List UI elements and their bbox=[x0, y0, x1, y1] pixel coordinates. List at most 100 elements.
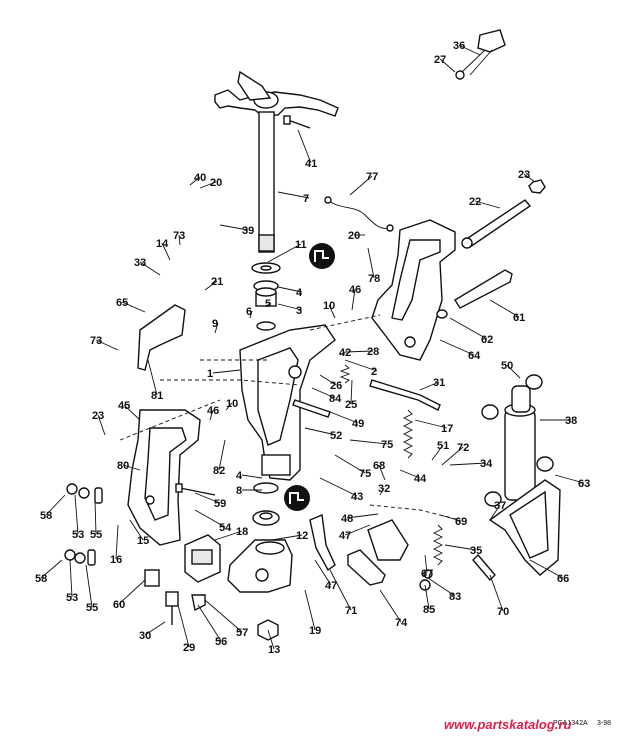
part-1-swivel-bracket bbox=[239, 324, 336, 481]
leader-line bbox=[85, 564, 93, 608]
part-60-plate bbox=[144, 569, 160, 587]
leader-line bbox=[178, 234, 181, 246]
callout-16: 16 bbox=[110, 524, 122, 566]
callout-19: 19 bbox=[304, 589, 321, 637]
drawing-date: 3-98 bbox=[597, 720, 611, 727]
watermark: www.partskatalog.ru bbox=[444, 717, 571, 732]
leader-line bbox=[121, 301, 146, 313]
callout-number: 47 bbox=[325, 580, 337, 592]
callout-number: 36 bbox=[453, 40, 465, 52]
callout-number: 78 bbox=[368, 273, 380, 285]
drawing-code: PCA1342A bbox=[553, 720, 588, 727]
callout-number: 23 bbox=[92, 410, 104, 422]
callout-42: 42 bbox=[339, 347, 351, 359]
leader-line bbox=[45, 494, 66, 516]
callout-21: 21 bbox=[204, 276, 223, 291]
leader-line bbox=[424, 554, 428, 574]
callout-75: 75 bbox=[349, 439, 393, 451]
leader-line bbox=[214, 530, 243, 541]
leader-line bbox=[554, 474, 585, 484]
leader-line bbox=[129, 519, 144, 541]
callout-number: 1 bbox=[207, 368, 213, 380]
leader-line bbox=[267, 629, 275, 650]
callout-68: 68 bbox=[373, 460, 386, 481]
callout-number: 77 bbox=[366, 171, 378, 183]
callout-53: 53 bbox=[66, 559, 78, 604]
callout-number: 58 bbox=[40, 510, 52, 522]
leader-line bbox=[214, 322, 219, 334]
callout-number: 4 bbox=[236, 470, 243, 482]
callout-number: 56 bbox=[215, 636, 227, 648]
leader-line bbox=[474, 200, 501, 209]
callout-71: 71 bbox=[329, 569, 357, 617]
callout-36: 36 bbox=[453, 40, 481, 56]
callout-number: 8 bbox=[236, 485, 242, 497]
leader-line bbox=[458, 44, 481, 56]
part-62-nut bbox=[436, 309, 448, 319]
leader-line bbox=[219, 224, 249, 231]
callout-number: 67 bbox=[421, 568, 433, 580]
leader-line bbox=[144, 621, 166, 636]
callout-number: 58 bbox=[35, 573, 47, 585]
part-5-ring bbox=[256, 321, 276, 331]
callout-number: 39 bbox=[242, 225, 254, 237]
callout-number: 38 bbox=[565, 415, 577, 427]
callout-40: 40 bbox=[189, 172, 206, 186]
callout-80: 80 bbox=[117, 460, 141, 472]
callout-64: 64 bbox=[439, 339, 481, 362]
callout-41: 41 bbox=[297, 129, 317, 170]
leader-line bbox=[523, 173, 536, 183]
leader-line bbox=[74, 494, 79, 535]
leader-line bbox=[212, 369, 241, 374]
callout-26: 26 bbox=[319, 374, 342, 392]
callout-number: 64 bbox=[468, 350, 481, 362]
leader-line bbox=[115, 524, 119, 560]
part-45-stern-bracket bbox=[127, 409, 201, 546]
callout-number: 7 bbox=[303, 193, 309, 205]
leader-line bbox=[147, 359, 158, 396]
callout-number: 47 bbox=[339, 530, 351, 542]
callout-number: 19 bbox=[309, 625, 321, 637]
callout-number: 12 bbox=[296, 530, 308, 542]
part-25-spring bbox=[339, 364, 351, 384]
callout-14: 14 bbox=[156, 238, 171, 261]
callout-number: 18 bbox=[236, 526, 248, 538]
leader-line bbox=[177, 604, 190, 648]
callout-47: 47 bbox=[314, 559, 337, 592]
callout-number: 52 bbox=[330, 430, 342, 442]
callout-48: 48 bbox=[341, 513, 379, 525]
callout-63: 63 bbox=[554, 474, 590, 490]
callout-20: 20 bbox=[199, 177, 222, 189]
callout-11: 11 bbox=[267, 239, 307, 263]
callout-61: 61 bbox=[489, 299, 525, 324]
leader-line bbox=[297, 129, 312, 164]
leader-line bbox=[346, 513, 379, 519]
callout-number: 55 bbox=[86, 602, 98, 614]
callout-number: 59 bbox=[214, 498, 226, 510]
callout-43: 43 bbox=[319, 477, 363, 503]
part-49-pin bbox=[292, 399, 331, 418]
part-17-spring bbox=[402, 409, 414, 459]
callout-56: 56 bbox=[197, 604, 227, 648]
callout-number: 30 bbox=[139, 630, 151, 642]
callout-number: 45 bbox=[118, 400, 130, 412]
leader-line bbox=[123, 404, 141, 421]
callout-23: 23 bbox=[518, 169, 536, 183]
leader-line bbox=[95, 339, 119, 351]
leader-line bbox=[241, 474, 263, 479]
leader-line bbox=[367, 247, 375, 279]
part-65-bracket bbox=[137, 304, 186, 371]
callout-9: 9 bbox=[212, 318, 219, 334]
part-58-53-55-washers-upper bbox=[66, 483, 103, 504]
part-71-link bbox=[309, 514, 336, 572]
callout-55: 55 bbox=[90, 499, 102, 541]
leader-line bbox=[225, 402, 233, 411]
callout-number: 70 bbox=[497, 606, 509, 618]
callout-number: 23 bbox=[518, 169, 530, 181]
leader-line bbox=[351, 288, 356, 311]
leader-line bbox=[319, 374, 337, 386]
part-7-steering-arm bbox=[214, 70, 339, 253]
leader-line bbox=[439, 514, 462, 522]
leader-line bbox=[189, 176, 201, 186]
